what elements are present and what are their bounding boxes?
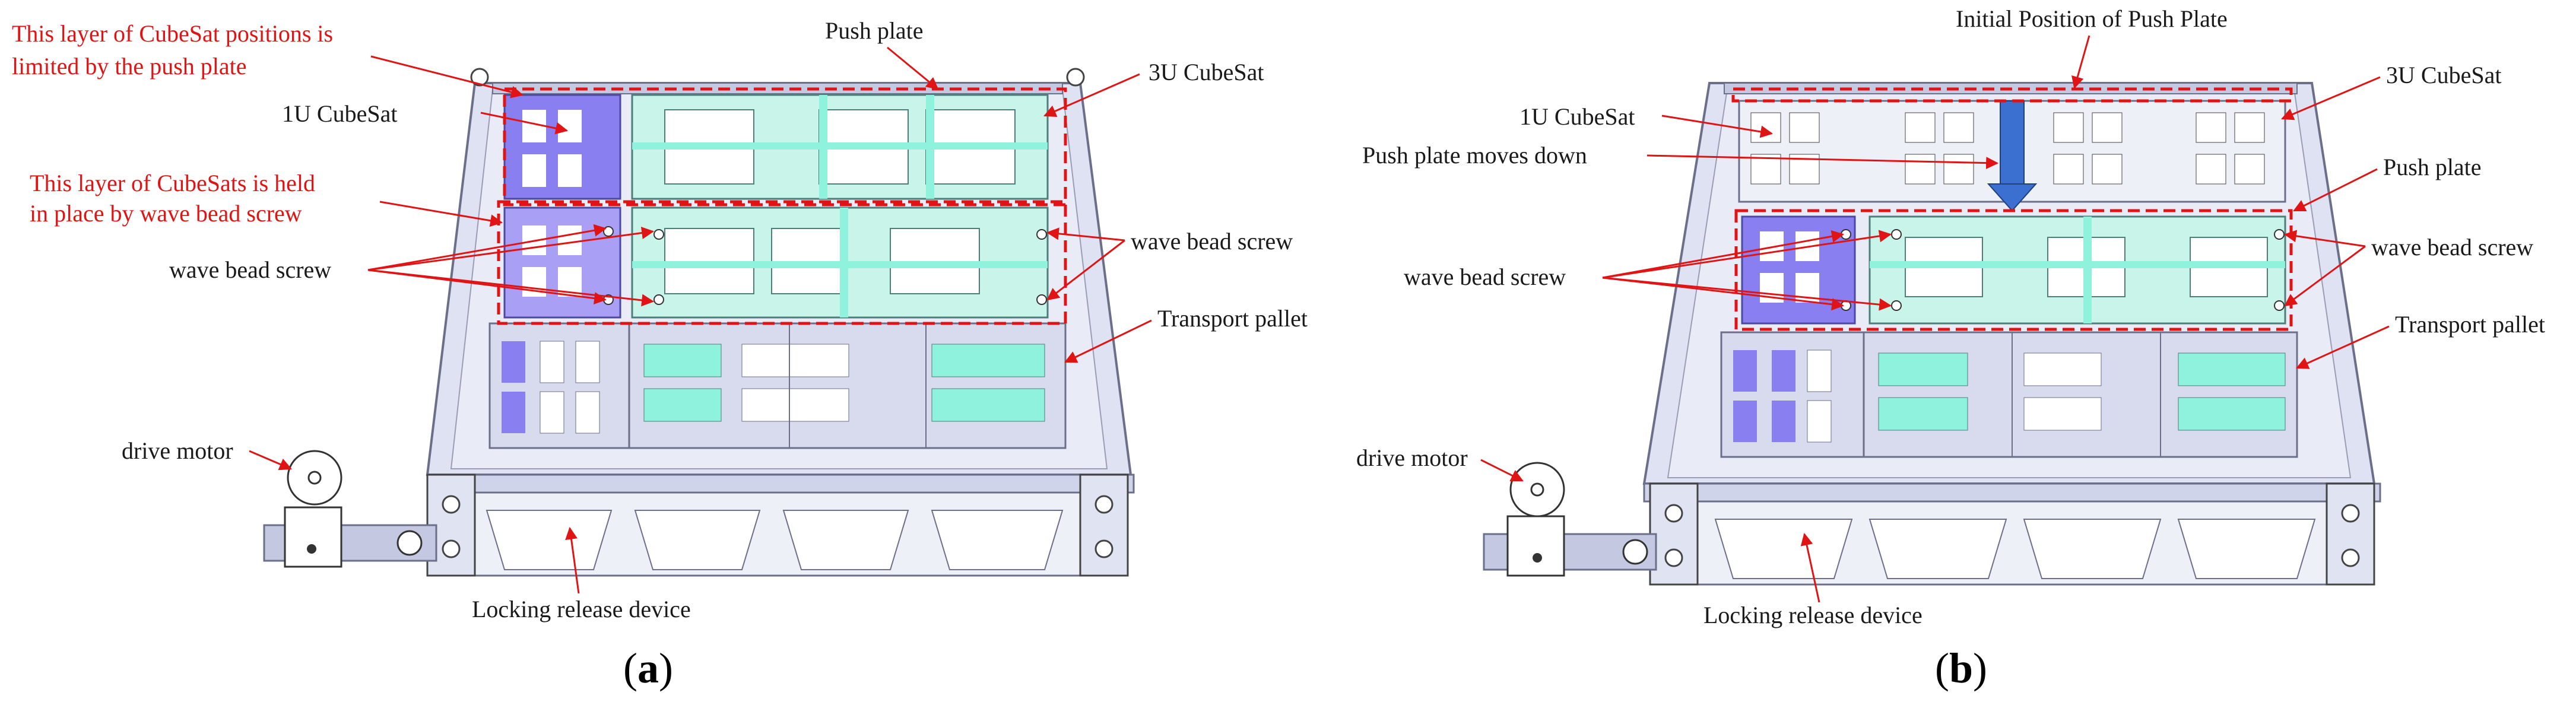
screw-icon bbox=[2274, 300, 2285, 311]
upper-layer-a bbox=[503, 94, 1049, 200]
caption-b: (b) bbox=[1935, 644, 1987, 692]
transport-pallet-a bbox=[488, 322, 1067, 449]
label-3u-cubesat-a: 3U CubeSat bbox=[1149, 59, 1264, 85]
screw-icon bbox=[1036, 294, 1047, 305]
screw-icon bbox=[653, 229, 664, 240]
label-3u-cubesat-b: 3U CubeSat bbox=[2386, 62, 2501, 88]
label-locking-release-a: Locking release device bbox=[472, 596, 691, 622]
label-held-layer: This layer of CubeSats is held bbox=[30, 170, 315, 196]
screw-icon bbox=[1891, 229, 1902, 240]
drive-motor-b bbox=[1483, 462, 1657, 577]
label-wave-bead-right-a: wave bead screw bbox=[1131, 228, 1293, 255]
dashed-box-middle-b bbox=[1734, 209, 2293, 331]
middle-layer-b bbox=[1741, 215, 2286, 325]
label-drive-motor-a: drive motor bbox=[122, 437, 233, 464]
label-push-plate-b: Push plate bbox=[2383, 154, 2482, 180]
label-wave-bead-right-b: wave bead screw bbox=[2371, 234, 2533, 261]
label-initial-position: Initial Position of Push Plate bbox=[1956, 5, 2228, 32]
caption-a: (a) bbox=[623, 644, 673, 692]
label-limited-layer: This layer of CubeSat positions is bbox=[12, 20, 333, 47]
panel-b: Initial Position of Push Plate 3U CubeSa… bbox=[1356, 5, 2545, 692]
dashed-box-middle-a bbox=[497, 200, 1067, 325]
dashed-box-initial-b bbox=[1731, 87, 2293, 103]
hinge-icon bbox=[470, 68, 489, 87]
label-1u-cubesat-a: 1U CubeSat bbox=[282, 100, 397, 127]
label-1u-cubesat-b: 1U CubeSat bbox=[1519, 103, 1635, 130]
screw-icon bbox=[1036, 229, 1047, 240]
middle-layer-a bbox=[503, 207, 1049, 319]
label-push-moves-down: Push plate moves down bbox=[1362, 142, 1587, 169]
screw-icon bbox=[2274, 229, 2285, 240]
label-wave-bead-left-b: wave bead screw bbox=[1404, 263, 1566, 290]
push-down-arrow bbox=[1987, 100, 2038, 212]
label-limited-layer-2: limited by the push plate bbox=[12, 53, 247, 80]
label-locking-release-b: Locking release device bbox=[1703, 602, 1923, 628]
label-held-layer-2: in place by wave bead screw bbox=[30, 200, 302, 227]
label-transport-pallet-b: Transport pallet bbox=[2395, 311, 2545, 338]
screw-icon bbox=[653, 294, 664, 305]
label-wave-bead-left-a: wave bead screw bbox=[169, 256, 331, 283]
panel-a: This layer of CubeSat positions is limit… bbox=[12, 17, 1308, 692]
transport-pallet-b bbox=[1720, 331, 2298, 458]
screw-icon bbox=[1891, 300, 1902, 311]
drive-motor-a bbox=[263, 450, 437, 568]
locking-release-b bbox=[1643, 482, 2381, 586]
hinge-icon bbox=[1066, 68, 1085, 87]
label-drive-motor-b: drive motor bbox=[1356, 444, 1468, 471]
locking-release-a bbox=[426, 474, 1135, 577]
label-transport-pallet-a: Transport pallet bbox=[1157, 305, 1308, 332]
label-push-plate-a: Push plate bbox=[825, 17, 924, 44]
